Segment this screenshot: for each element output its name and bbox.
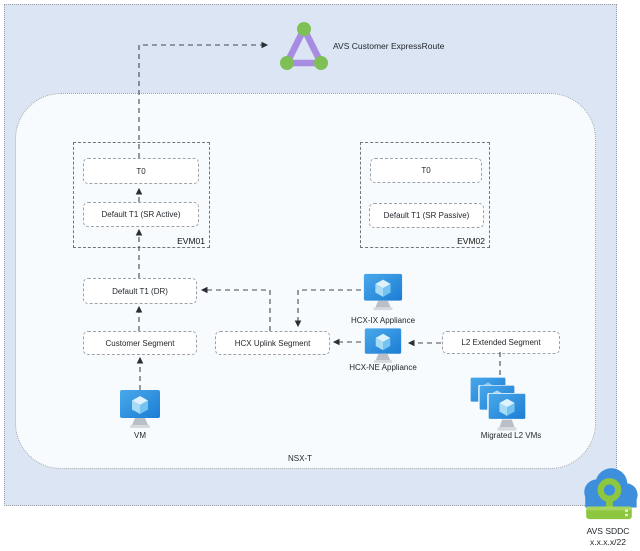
vm-icon bbox=[120, 390, 160, 428]
evm02-t0-label: T0 bbox=[421, 166, 431, 175]
nsxt-label: NSX-T bbox=[288, 454, 312, 463]
evm02-t1-label: Default T1 (SR Passive) bbox=[383, 211, 470, 220]
hcx-uplink-segment-box: HCX Uplink Segment bbox=[215, 331, 330, 355]
customer-segment-box: Customer Segment bbox=[83, 331, 197, 355]
evm01-t0-label: T0 bbox=[136, 166, 146, 176]
default-t1-dr-label: Default T1 (DR) bbox=[112, 286, 168, 296]
hcx-ix-appliance-label: HCX-IX Appliance bbox=[350, 316, 416, 325]
evm01-label: EVM01 bbox=[177, 236, 205, 246]
expressroute-label: AVS Customer ExpressRoute bbox=[333, 41, 445, 51]
hcx-uplink-segment-label: HCX Uplink Segment bbox=[234, 338, 311, 348]
hcx-ne-appliance-icon bbox=[364, 328, 402, 363]
avs-sddc-label-group: AVS SDDC x.x.x.x/22 bbox=[574, 526, 640, 548]
evm02-label: EVM02 bbox=[457, 236, 485, 246]
vm-stack-front-icon bbox=[487, 393, 527, 431]
expressroute-nodes bbox=[280, 22, 328, 70]
evm02-t1-sr-passive-box: Default T1 (SR Passive) bbox=[369, 203, 484, 228]
evm02-t0-box: T0 bbox=[370, 158, 482, 183]
evm01-t1-sr-active-box: Default T1 (SR Active) bbox=[83, 202, 199, 227]
vm-label: VM bbox=[134, 431, 146, 440]
expressroute-icon bbox=[280, 22, 328, 70]
evm01-t1-label: Default T1 (SR Active) bbox=[101, 210, 181, 219]
l2-extended-segment-box: L2 Extended Segment bbox=[442, 331, 560, 354]
default-t1-dr-box: Default T1 (DR) bbox=[83, 278, 197, 304]
avs-sddc-cloud-icon bbox=[584, 468, 638, 520]
migrated-l2-vms-icon bbox=[468, 377, 538, 432]
customer-segment-label: Customer Segment bbox=[105, 338, 175, 348]
evm02-group: EVM02 bbox=[360, 142, 490, 248]
hcx-ix-appliance-icon bbox=[363, 273, 403, 311]
avs-sddc-cidr: x.x.x.x/22 bbox=[590, 537, 626, 547]
avs-sddc-label: AVS SDDC bbox=[586, 526, 630, 536]
evm01-t0-box: T0 bbox=[83, 158, 199, 184]
migrated-l2-vms-label: Migrated L2 VMs bbox=[480, 431, 542, 440]
hcx-ne-appliance-label: HCX-NE Appliance bbox=[349, 363, 417, 372]
l2-extended-segment-label: L2 Extended Segment bbox=[461, 338, 541, 347]
